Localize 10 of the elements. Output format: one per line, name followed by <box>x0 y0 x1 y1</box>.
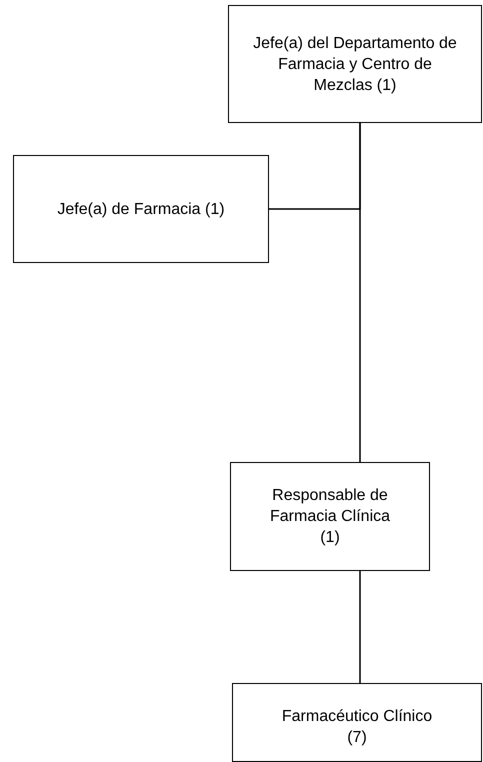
position-title: Responsable de Farmacia Clínica (1) <box>270 487 390 546</box>
position-box <box>232 683 482 762</box>
position-box <box>230 462 430 571</box>
position-title: Jefe(a) del Departamento de Farmacia y Centro de Mezclas (1) <box>253 34 457 94</box>
position-title: Jefe(a) de Farmacia (1) <box>57 200 225 218</box>
connector-line <box>359 123 361 462</box>
position-box <box>228 5 482 123</box>
position-box <box>13 155 269 263</box>
connector-line <box>359 571 361 683</box>
position-title: Farmacéutico Clínico (7) <box>282 708 432 746</box>
